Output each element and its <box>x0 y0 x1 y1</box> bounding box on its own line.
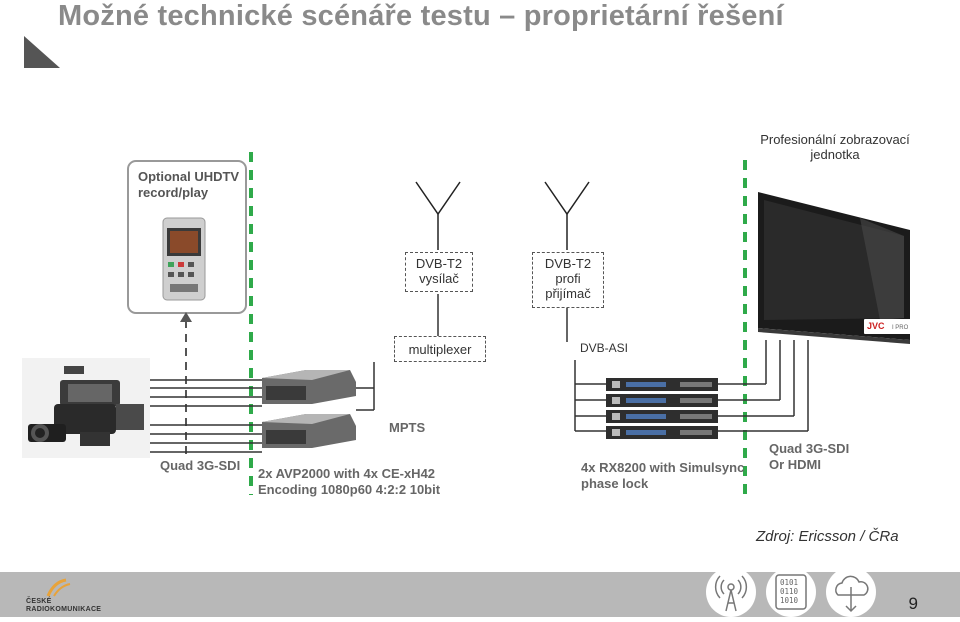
diagram-canvas <box>22 152 910 495</box>
recorder-device-image <box>162 217 206 301</box>
footer-bar <box>0 572 960 617</box>
page-number: 9 <box>908 594 918 613</box>
jvc-pro-text: I PRO <box>891 325 909 331</box>
transmitter-box: DVB-T2 vysílač <box>405 252 473 292</box>
jvc-logo-text: JVC <box>867 321 885 331</box>
source-caption: Zdroj: Ericsson / ČRa <box>756 528 899 545</box>
binary-text: 0101 0110 1010 <box>780 578 799 605</box>
rx-label: 4x RX8200 with Simulsync phase lock <box>581 460 745 491</box>
receiver-box: DVB-T2 profi přijímač <box>532 252 604 308</box>
corner-triangle-marker <box>24 36 60 68</box>
receiver-antenna-icon <box>544 181 590 250</box>
output-label: Quad 3G-SDI Or HDMI <box>769 441 850 472</box>
jvc-logo: JVC I PRO <box>864 319 912 334</box>
encoder-unit-1 <box>262 370 356 404</box>
quad-sdi-label: Quad 3G-SDI <box>160 458 241 473</box>
recorder-label: Optional UHDTV record/play <box>138 169 240 200</box>
multiplexer-box: multiplexer <box>394 336 486 362</box>
transmitter-antenna-icon <box>415 181 461 250</box>
mpts-label: MPTS <box>389 420 426 435</box>
antenna-icon <box>706 567 756 617</box>
camera-image <box>22 358 150 458</box>
cra-logo-icon <box>46 578 71 597</box>
cra-logo-text: ČESKÉ RADIOKOMUNIKACE <box>26 598 102 613</box>
display-monitor-image <box>758 192 910 344</box>
encoder-label: 2x AVP2000 with 4x CE-xH42 Encoding 1080… <box>258 466 441 497</box>
slide-title: Možné technické scénáře testu – propriet… <box>58 0 784 32</box>
recorder-frame <box>127 160 247 314</box>
dvb-asi-label: DVB-ASI <box>580 341 629 355</box>
binary-data-icon: 0101 0110 1010 <box>766 567 816 617</box>
rx-receiver-stack <box>606 378 718 439</box>
cloud-download-icon <box>826 567 876 617</box>
display-label: Profesionální zobrazovací jednotka <box>760 132 910 162</box>
encoder-unit-2 <box>262 414 356 448</box>
